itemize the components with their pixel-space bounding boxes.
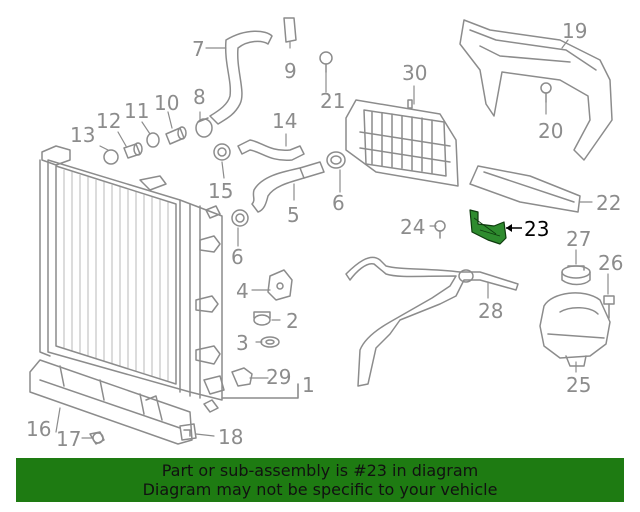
callout-12: 12 (96, 109, 121, 133)
leader-lines (55, 39, 609, 439)
callout-9: 9 (284, 59, 297, 83)
part-22-deflector (469, 165, 581, 213)
part-16-lower-support (29, 359, 193, 445)
callout-15: 15 (208, 179, 233, 203)
part-2-grommet (253, 311, 271, 326)
part-29-sensor (231, 367, 253, 387)
part-17-bolt (89, 431, 105, 445)
callout-4: 4 (236, 279, 249, 303)
callout-27: 27 (566, 227, 591, 251)
part-10-fitting (165, 126, 187, 145)
callout-22: 22 (596, 191, 621, 215)
callout-16: 16 (26, 417, 51, 441)
callout-6-lower: 6 (231, 245, 244, 269)
banner-line-1: Part or sub-assembly is #23 in diagram (161, 461, 479, 480)
part-8-clamp (195, 117, 213, 138)
part-4-bracket (267, 269, 293, 301)
callout-18: 18 (218, 425, 243, 449)
callout-30: 30 (402, 61, 427, 85)
callout-26: 26 (598, 251, 623, 275)
callout-21: 21 (320, 89, 345, 113)
part-25-reservoir (539, 292, 611, 367)
callout-1: 1 (302, 373, 315, 397)
info-banner: Part or sub-assembly is #23 in diagram D… (16, 458, 624, 502)
part-27-cap (561, 265, 591, 286)
part-26-bolt (603, 295, 615, 319)
part-7-upper-hose (209, 30, 273, 125)
part-19-deflector (459, 19, 613, 161)
callout-25: 25 (566, 373, 591, 397)
part-12-fitting (123, 142, 143, 159)
part-3-washer (260, 336, 280, 348)
part-21-bolt (319, 51, 333, 73)
banner-line-2: Diagram may not be specific to your vehi… (142, 480, 498, 499)
callout-14: 14 (272, 109, 297, 133)
part-28-hose (345, 256, 519, 387)
callout-17: 17 (56, 427, 81, 451)
part-13-oring (103, 149, 119, 165)
part-30-shutter (345, 99, 459, 187)
part-6-clamp-upper (326, 151, 346, 169)
callout-3: 3 (236, 331, 249, 355)
callout-11: 11 (124, 99, 149, 123)
part-14-hose (237, 139, 305, 161)
part-15-clamp (213, 143, 231, 161)
part-23-bracket-highlighted[interactable] (469, 209, 522, 245)
part-18-clip (179, 423, 197, 441)
callout-7: 7 (192, 37, 205, 61)
callout-6-upper: 6 (332, 191, 345, 215)
part-9-clamp (283, 17, 297, 43)
callout-24: 24 (400, 215, 425, 239)
callout-2: 2 (286, 309, 299, 333)
callout-28: 28 (478, 299, 503, 323)
part-11-oring (146, 132, 160, 148)
part-24-clip (434, 220, 446, 239)
radiator (39, 145, 299, 413)
callout-19: 19 (562, 19, 587, 43)
callout-10: 10 (154, 91, 179, 115)
callout-29: 29 (266, 365, 291, 389)
callout-5: 5 (287, 203, 300, 227)
callout-13: 13 (70, 123, 95, 147)
callout-8: 8 (193, 85, 206, 109)
part-20-pin (540, 82, 552, 103)
callout-20: 20 (538, 119, 563, 143)
part-6-clamp-lower (231, 209, 249, 227)
callout-23[interactable]: 23 (524, 217, 549, 241)
part-5-hose (251, 161, 325, 213)
